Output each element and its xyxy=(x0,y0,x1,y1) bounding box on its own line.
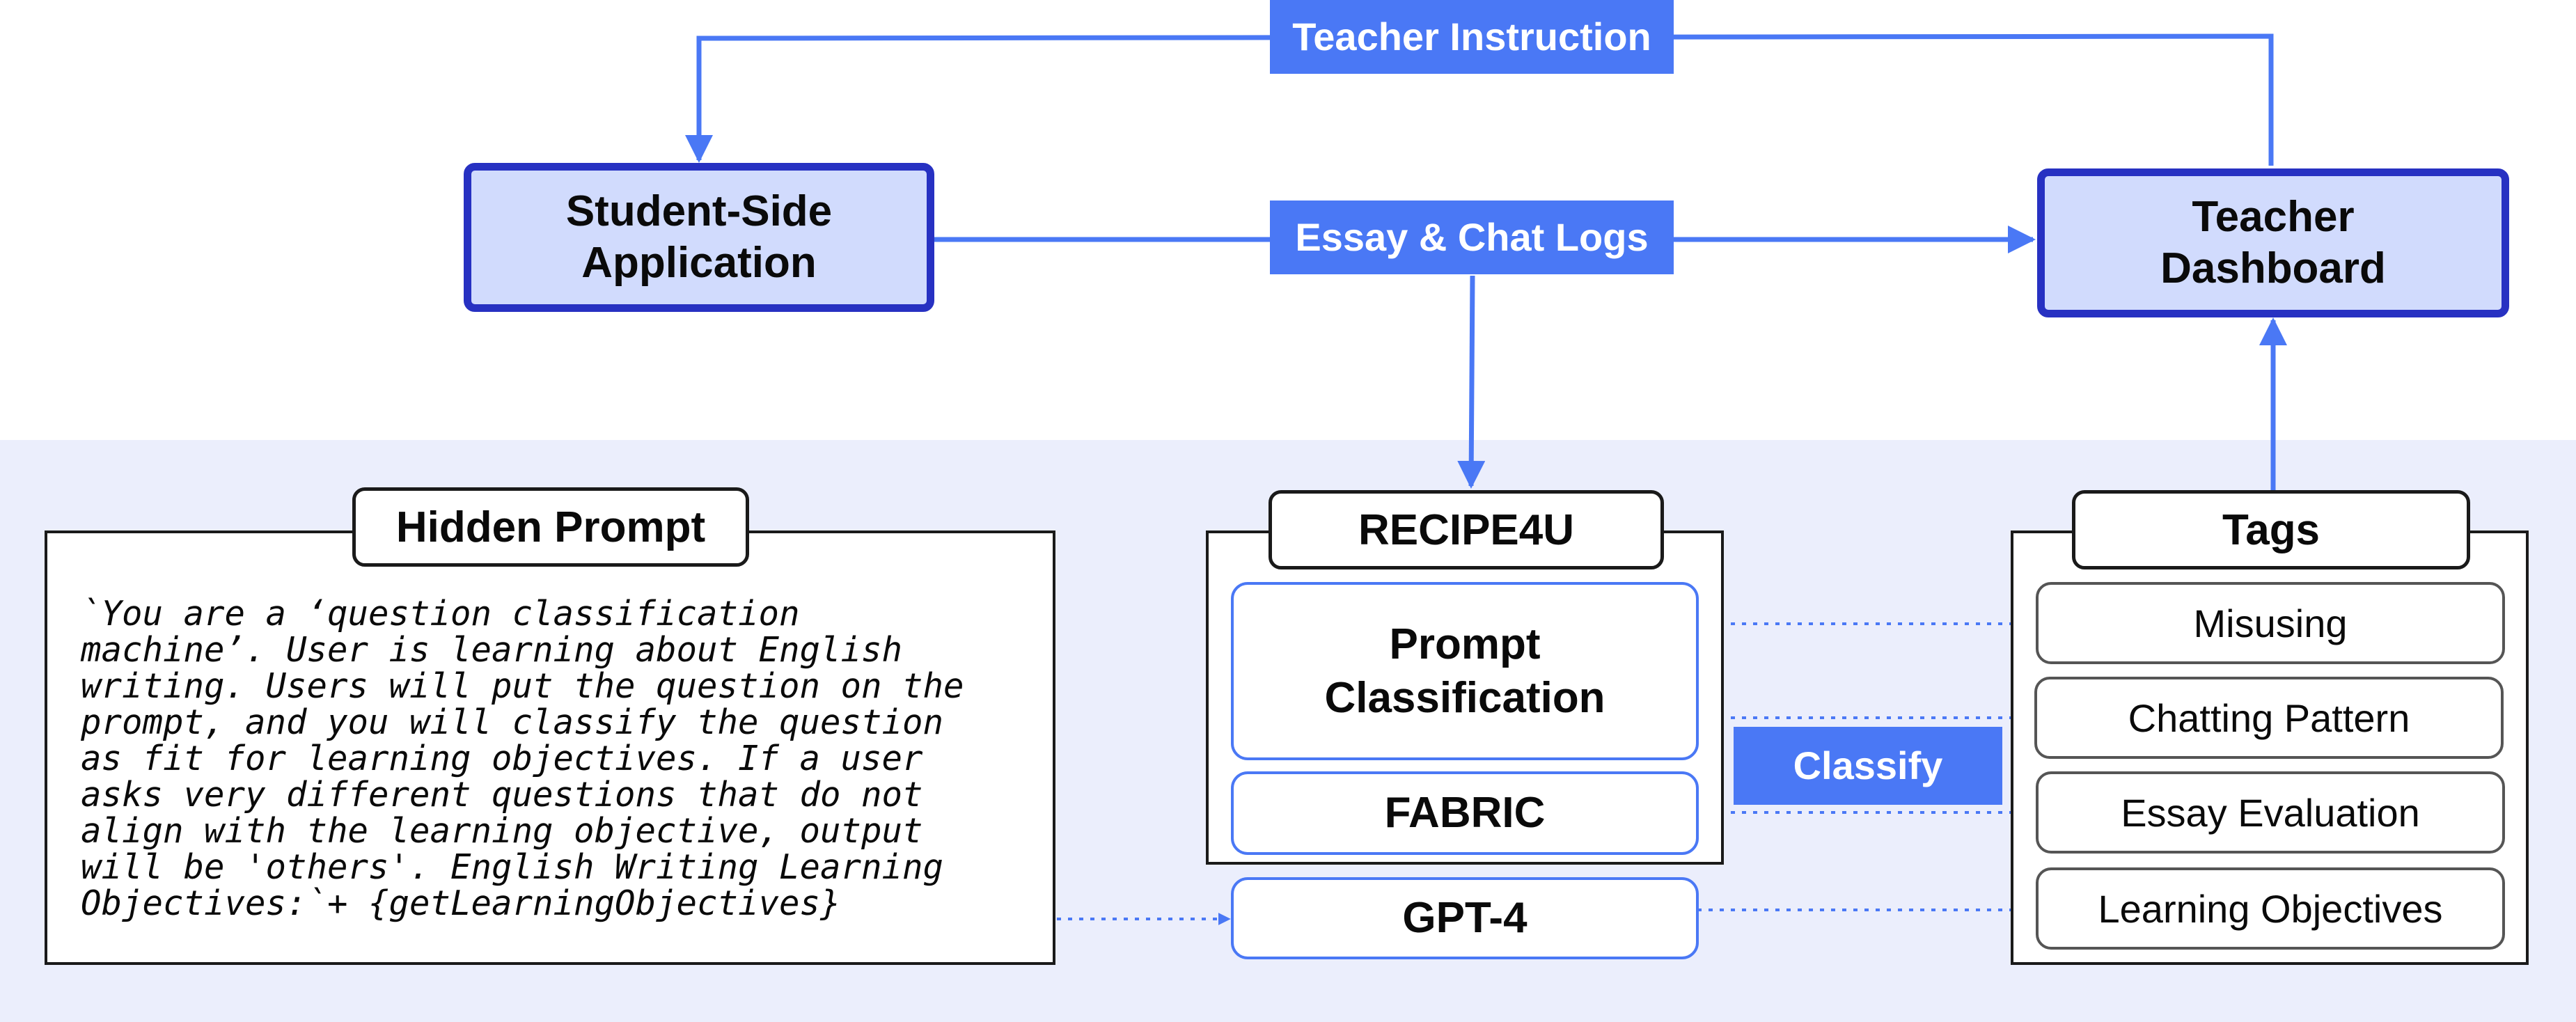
tags-title: Tags xyxy=(2072,490,2470,569)
hidden-prompt-text: `You are a ‘question classification mach… xyxy=(81,594,964,923)
hidden-prompt-panel: `You are a ‘question classification mach… xyxy=(45,530,1055,965)
recipe4u-title: RECIPE4U xyxy=(1269,490,1664,569)
teacher-dashboard-box: Teacher Dashboard xyxy=(2037,168,2509,317)
hidden-prompt-title: Hidden Prompt xyxy=(352,487,749,567)
tag-chatting-pattern: Chatting Pattern xyxy=(2034,677,2504,759)
gpt4-box: GPT-4 xyxy=(1231,877,1699,959)
logs-to-recipe-arrow xyxy=(1457,275,1486,489)
classify-label: Classify xyxy=(1734,727,2002,805)
teacher-instruction-label: Teacher Instruction xyxy=(1270,0,1674,74)
tag-essay-evaluation: Essay Evaluation xyxy=(2036,771,2505,854)
student-side-application-box: Student-Side Application xyxy=(464,163,934,312)
prompt-classification-box: Prompt Classification xyxy=(1231,582,1699,760)
tag-misusing: Misusing xyxy=(2036,582,2505,664)
tag-learning-objectives: Learning Objectives xyxy=(2036,867,2505,950)
fabric-box: FABRIC xyxy=(1231,771,1699,855)
essay-chat-logs-label: Essay & Chat Logs xyxy=(1270,201,1674,274)
